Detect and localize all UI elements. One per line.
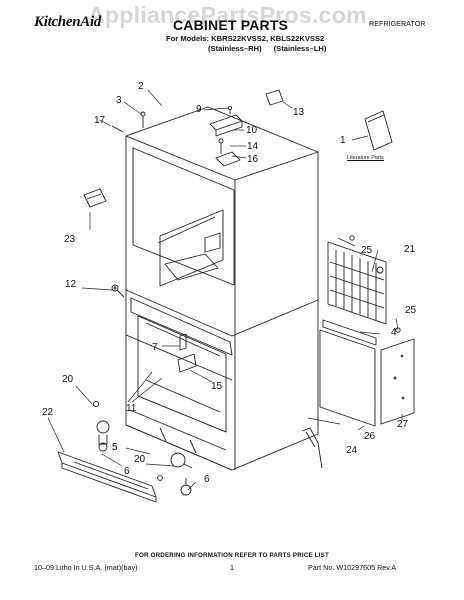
callout-6-left: 6 [124, 466, 130, 477]
brand-logo: KitchenAid [34, 14, 102, 30]
access-cover [319, 329, 376, 427]
callout-3: 3 [116, 95, 122, 106]
ordering-note: FOR ORDERING INFORMATION REFER TO PARTS … [135, 552, 329, 559]
control-panel [83, 188, 107, 208]
callout-1: 1 [340, 135, 346, 146]
callout-12: 12 [65, 279, 77, 290]
callout-27: 27 [397, 419, 409, 430]
callout-11: 11 [126, 403, 137, 414]
appliance-category: REFRIGERATOR [369, 19, 426, 28]
callout-5: 5 [112, 442, 118, 453]
callout-9: 9 [196, 104, 202, 115]
callout-23: 23 [64, 234, 76, 245]
model-variants: (Stainless–RH) (Stainless–LH) [208, 44, 338, 53]
callout-10: 10 [246, 125, 258, 136]
callout-7: 7 [152, 342, 158, 353]
callout-6-right: 6 [204, 474, 210, 485]
control-housing [209, 114, 243, 131]
models-line: For Models: KBRS22KVSS2, KBLS22KVSS2 [166, 34, 325, 43]
variant-lh: (Stainless–LH) [273, 44, 327, 53]
literature-parts-label: Literature Parts [347, 155, 384, 161]
water-tool [301, 427, 323, 469]
literature-booklet [364, 110, 393, 151]
callout-25-bottom: 25 [405, 305, 417, 316]
callout-21: 21 [404, 244, 416, 255]
callout-26: 26 [364, 431, 376, 442]
watermark-text: AppliancePartsPros.com [88, 2, 367, 28]
callout-20-left: 20 [62, 374, 74, 385]
callout-15: 15 [211, 381, 223, 392]
label-plate [265, 89, 284, 106]
page-title: CABINET PARTS [173, 17, 289, 33]
callout-4: 4 [391, 327, 397, 338]
page-number: 1 [230, 563, 234, 572]
callout-22: 22 [42, 407, 54, 418]
litho-text: 10–09 Litho In U.S.A. (mat)(bay) [34, 563, 138, 572]
callout-25-top: 25 [361, 245, 373, 256]
exploded-parts-diagram [47, 89, 415, 503]
callout-16: 16 [247, 154, 259, 165]
variant-rh: (Stainless–RH) [208, 44, 262, 53]
part-number: Part No. W10297605 Rev.A [308, 563, 397, 572]
callout-14: 14 [247, 141, 259, 152]
callout-17: 17 [94, 115, 106, 126]
condenser-grille [327, 241, 387, 325]
front-roller [96, 420, 110, 434]
callout-2: 2 [138, 81, 144, 92]
callout-20-bottom: 20 [134, 454, 146, 465]
rear-panel [380, 338, 415, 425]
callout-24: 24 [346, 445, 358, 456]
callout-13: 13 [293, 107, 305, 118]
